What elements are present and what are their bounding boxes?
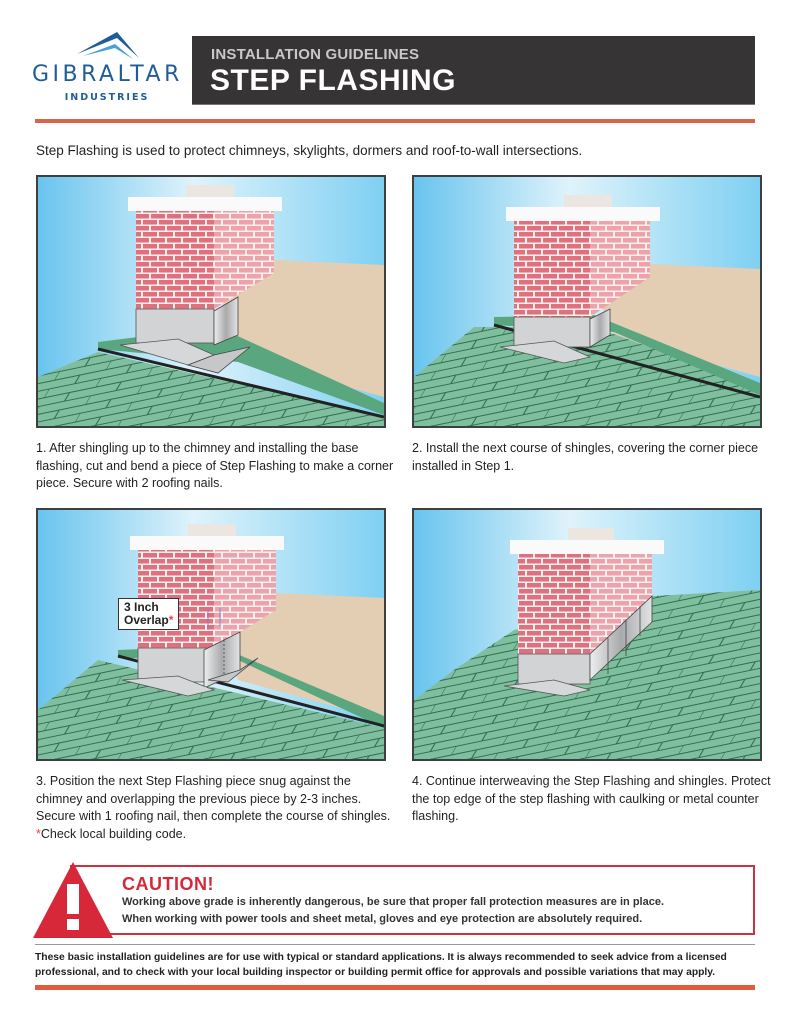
footer-disclaimer: These basic installation guidelines are … xyxy=(35,952,727,978)
step-3-caption-note: Check local building code. xyxy=(40,826,187,841)
header-banner: INSTALLATION GUIDELINES STEP FLASHING xyxy=(192,36,755,105)
footer-rule xyxy=(35,985,755,990)
intro-text: Step Flashing is used to protect chimney… xyxy=(36,143,583,158)
callout-line-2: Overlap xyxy=(124,613,169,627)
step-4-caption: 4. Continue interweaving the Step Flashi… xyxy=(412,774,771,823)
brand-name: GIBRALTAR xyxy=(32,62,183,87)
caution-title: CAUTION! xyxy=(122,874,214,894)
step-3-caption-asterisk: * xyxy=(36,826,41,841)
caution-line-1: Working above grade is inherently danger… xyxy=(122,896,664,908)
step-3-caption: 3. Position the next Step Flashing piece… xyxy=(36,773,396,843)
mountain-peak-icon xyxy=(77,32,139,59)
page-title: STEP FLASHING xyxy=(210,64,456,97)
step-2-illustration xyxy=(412,175,762,428)
step-4-illustration xyxy=(412,508,762,761)
callout-asterisk: * xyxy=(168,613,174,627)
caution-line-2: When working with power tools and sheet … xyxy=(122,913,643,925)
overlap-callout: 3 Inch Overlap* xyxy=(118,598,180,630)
brand-subtitle: INDUSTRIES xyxy=(64,92,150,103)
header-rule xyxy=(35,119,755,123)
step-3-caption-main: 3. Position the next Step Flashing piece… xyxy=(36,774,391,823)
header-kicker: INSTALLATION GUIDELINES xyxy=(211,46,420,63)
gibraltar-logo: GIBRALTAR INDUSTRIES xyxy=(32,32,182,107)
footer-divider xyxy=(35,944,755,945)
step-1-illustration xyxy=(36,175,386,428)
step-1-caption: 1. After shingling up to the chimney and… xyxy=(36,441,394,490)
step-2-caption: 2. Install the next course of shingles, … xyxy=(412,441,759,473)
warning-triangle-icon xyxy=(33,862,113,938)
step-3-illustration: 3 Inch Overlap* xyxy=(36,508,386,761)
callout-line-1: 3 Inch xyxy=(124,600,159,614)
